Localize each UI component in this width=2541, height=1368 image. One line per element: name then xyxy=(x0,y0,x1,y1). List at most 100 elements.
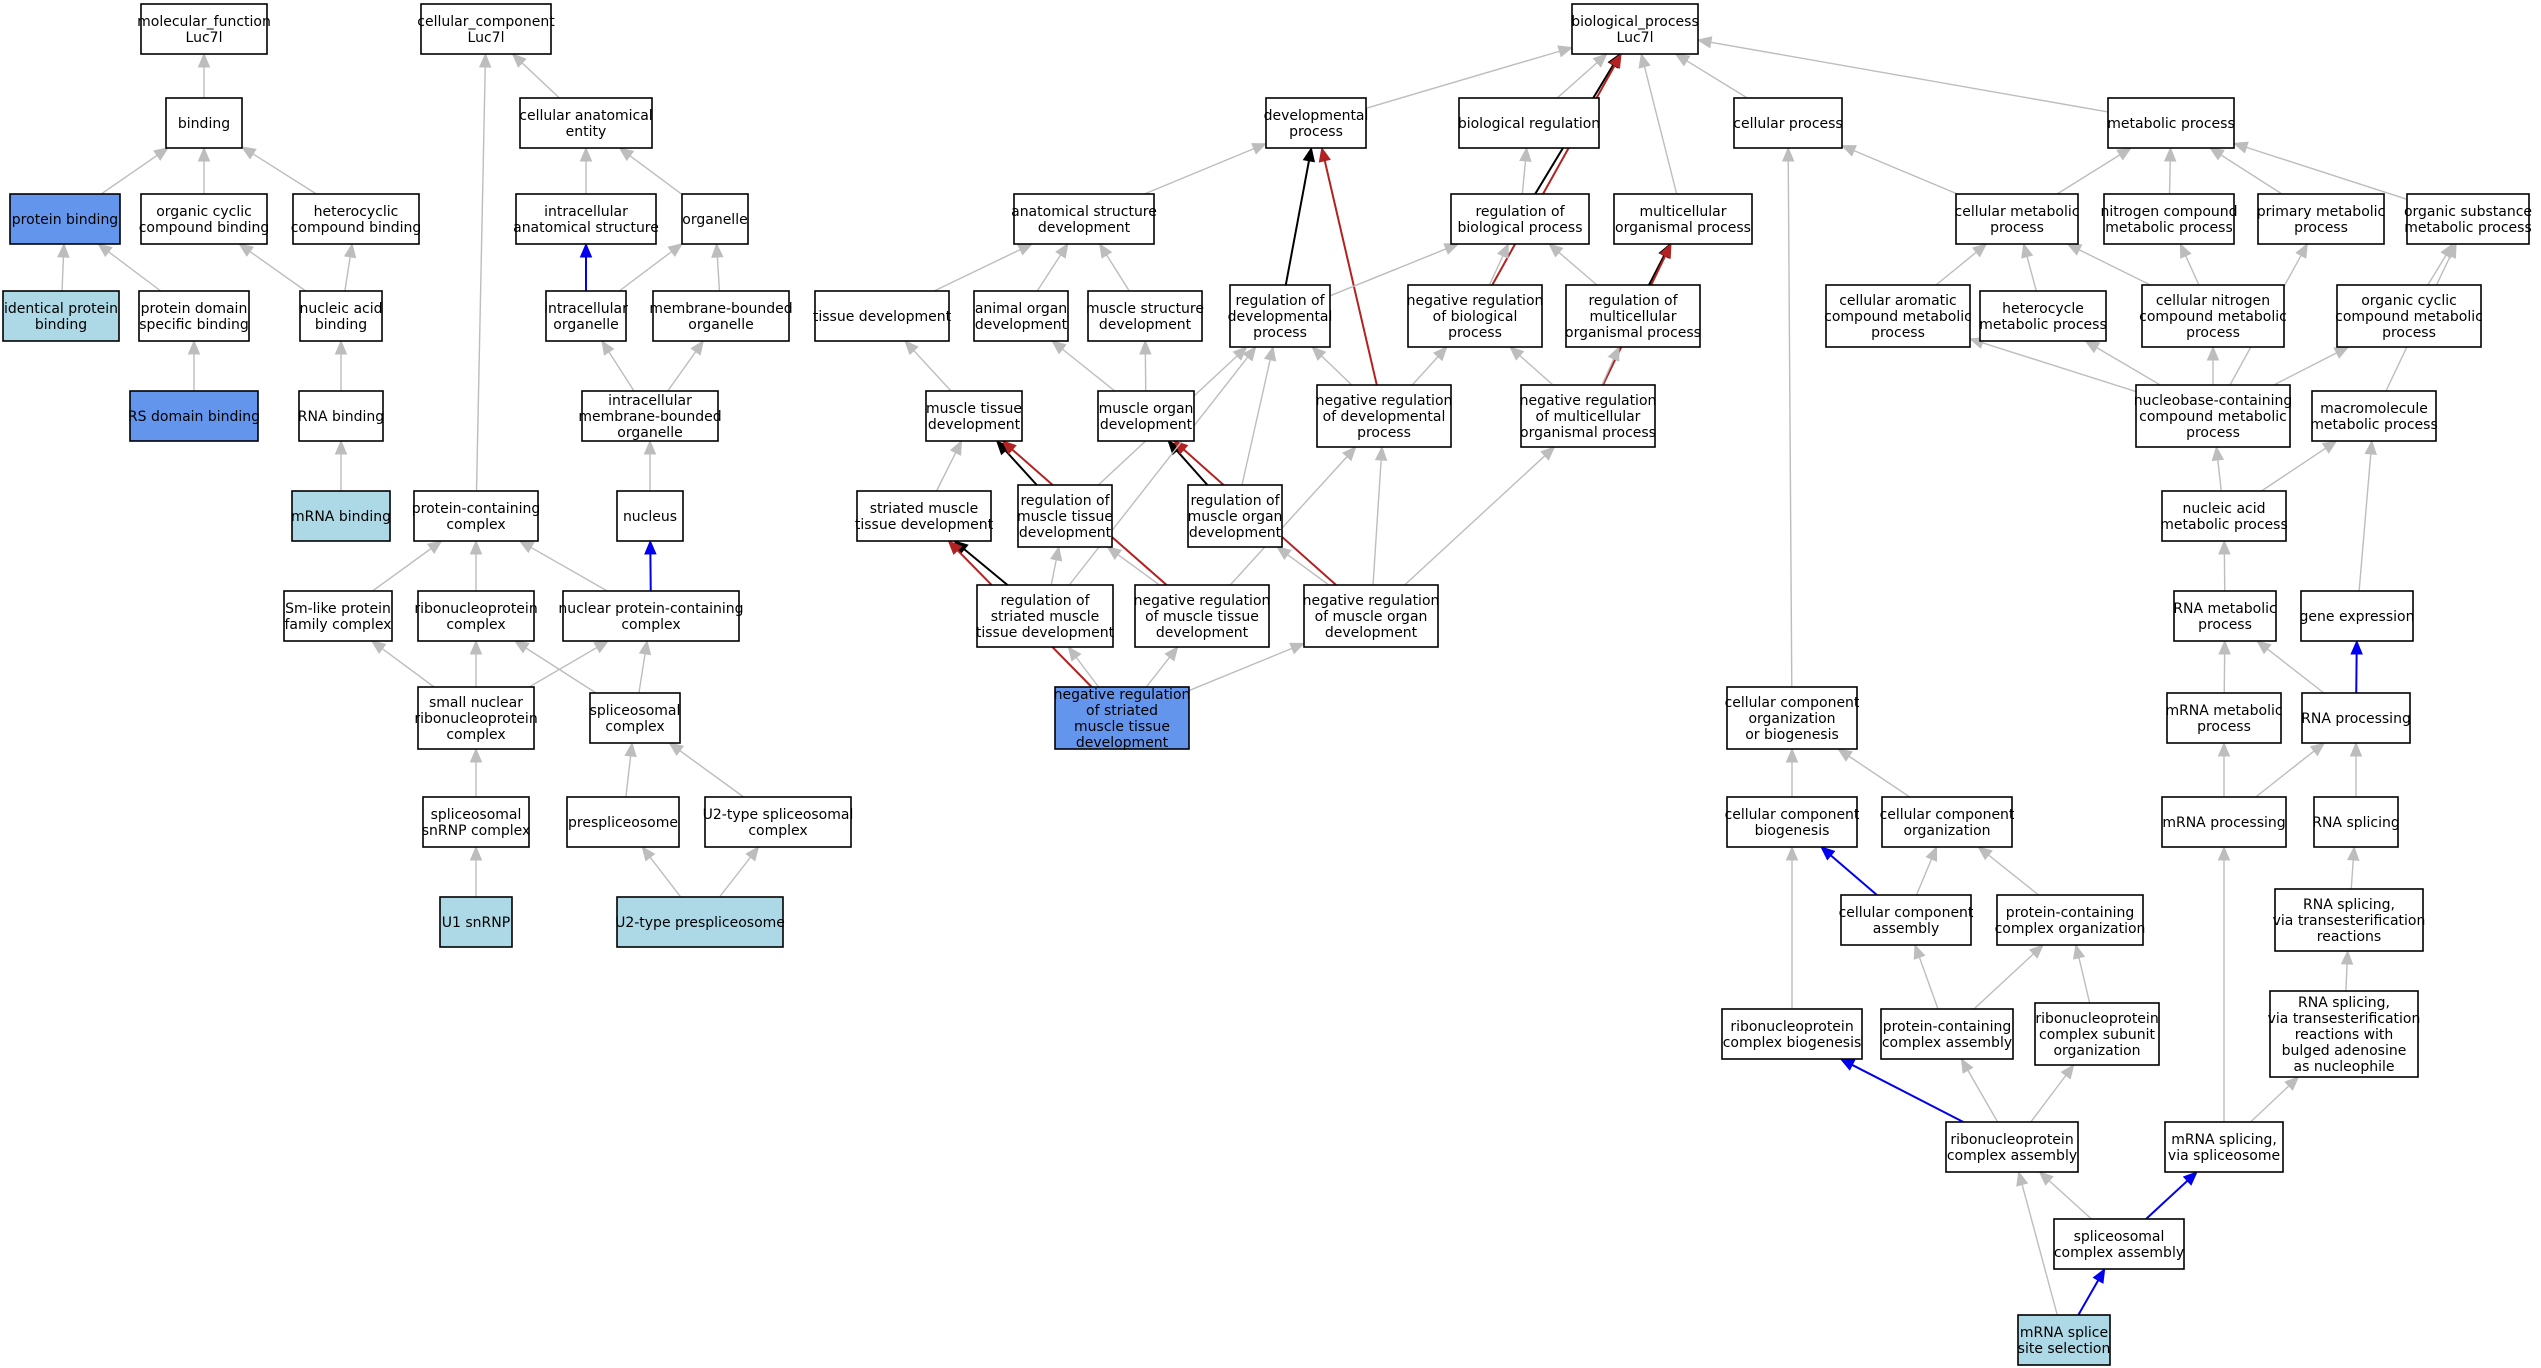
node-bio-reg[interactable]: biological regulation xyxy=(1458,97,1600,149)
edge-neg_reg_multicell-to-reg_multicell xyxy=(1601,345,1620,386)
node-nucleus[interactable]: nucleus xyxy=(616,490,684,542)
node-mrna-binding[interactable]: mRNA binding xyxy=(291,490,391,542)
node-rna-splicing-trans[interactable]: RNA splicing,via transesterificationreac… xyxy=(2273,888,2426,952)
node-box xyxy=(2311,390,2437,442)
node-binding[interactable]: binding xyxy=(165,97,243,149)
node-rs-domain-binding[interactable]: RS domain binding xyxy=(128,390,260,442)
node-box xyxy=(1265,97,1367,149)
node-rna-binding[interactable]: RNA binding xyxy=(298,390,384,442)
node-rna-processing[interactable]: RNA processing xyxy=(2301,692,2411,744)
node-u1-snrnp[interactable]: U1 snRNP xyxy=(439,896,513,948)
edge-arrowhead xyxy=(1289,642,1306,655)
node-rna-splicing-bulged[interactable]: RNA splicing,via transesterificationreac… xyxy=(2268,990,2421,1078)
node-u2-prespliceosome[interactable]: U2-type prespliceosome xyxy=(615,896,785,948)
edge-pc_organization-to-cc_organization xyxy=(1977,846,2040,896)
node-box xyxy=(856,490,992,542)
node-organelle[interactable]: organelle xyxy=(681,193,749,245)
node-box xyxy=(1979,290,2107,342)
node-label-line: anatomical structure xyxy=(513,220,659,236)
edge-cell_metabolic-to-cellular_process xyxy=(1840,145,1958,195)
edge-intracell_anat-to-cae xyxy=(579,146,593,194)
node-rna-splicing[interactable]: RNA splicing xyxy=(2312,796,2400,848)
node-label-line: RNA splicing, xyxy=(2298,995,2390,1011)
node-protein-binding[interactable]: protein binding xyxy=(9,193,121,245)
node-label-line: process xyxy=(2198,617,2252,633)
node-cellular-process[interactable]: cellular process xyxy=(1733,97,1843,149)
node-prespliceosome[interactable]: prespliceosome xyxy=(566,796,680,848)
node-gene-expression[interactable]: gene expression xyxy=(2300,590,2415,642)
node-label-line: organization xyxy=(1748,711,1835,727)
node-metabolic-process[interactable]: metabolic process xyxy=(2107,97,2235,149)
node-box xyxy=(9,193,121,245)
node-mrna-splicing[interactable]: mRNA splicing,via spliceosome xyxy=(2164,1121,2284,1173)
node-tissue-dev[interactable]: tissue development xyxy=(813,290,952,342)
node-mrna-processing[interactable]: mRNA processing xyxy=(2161,796,2287,848)
